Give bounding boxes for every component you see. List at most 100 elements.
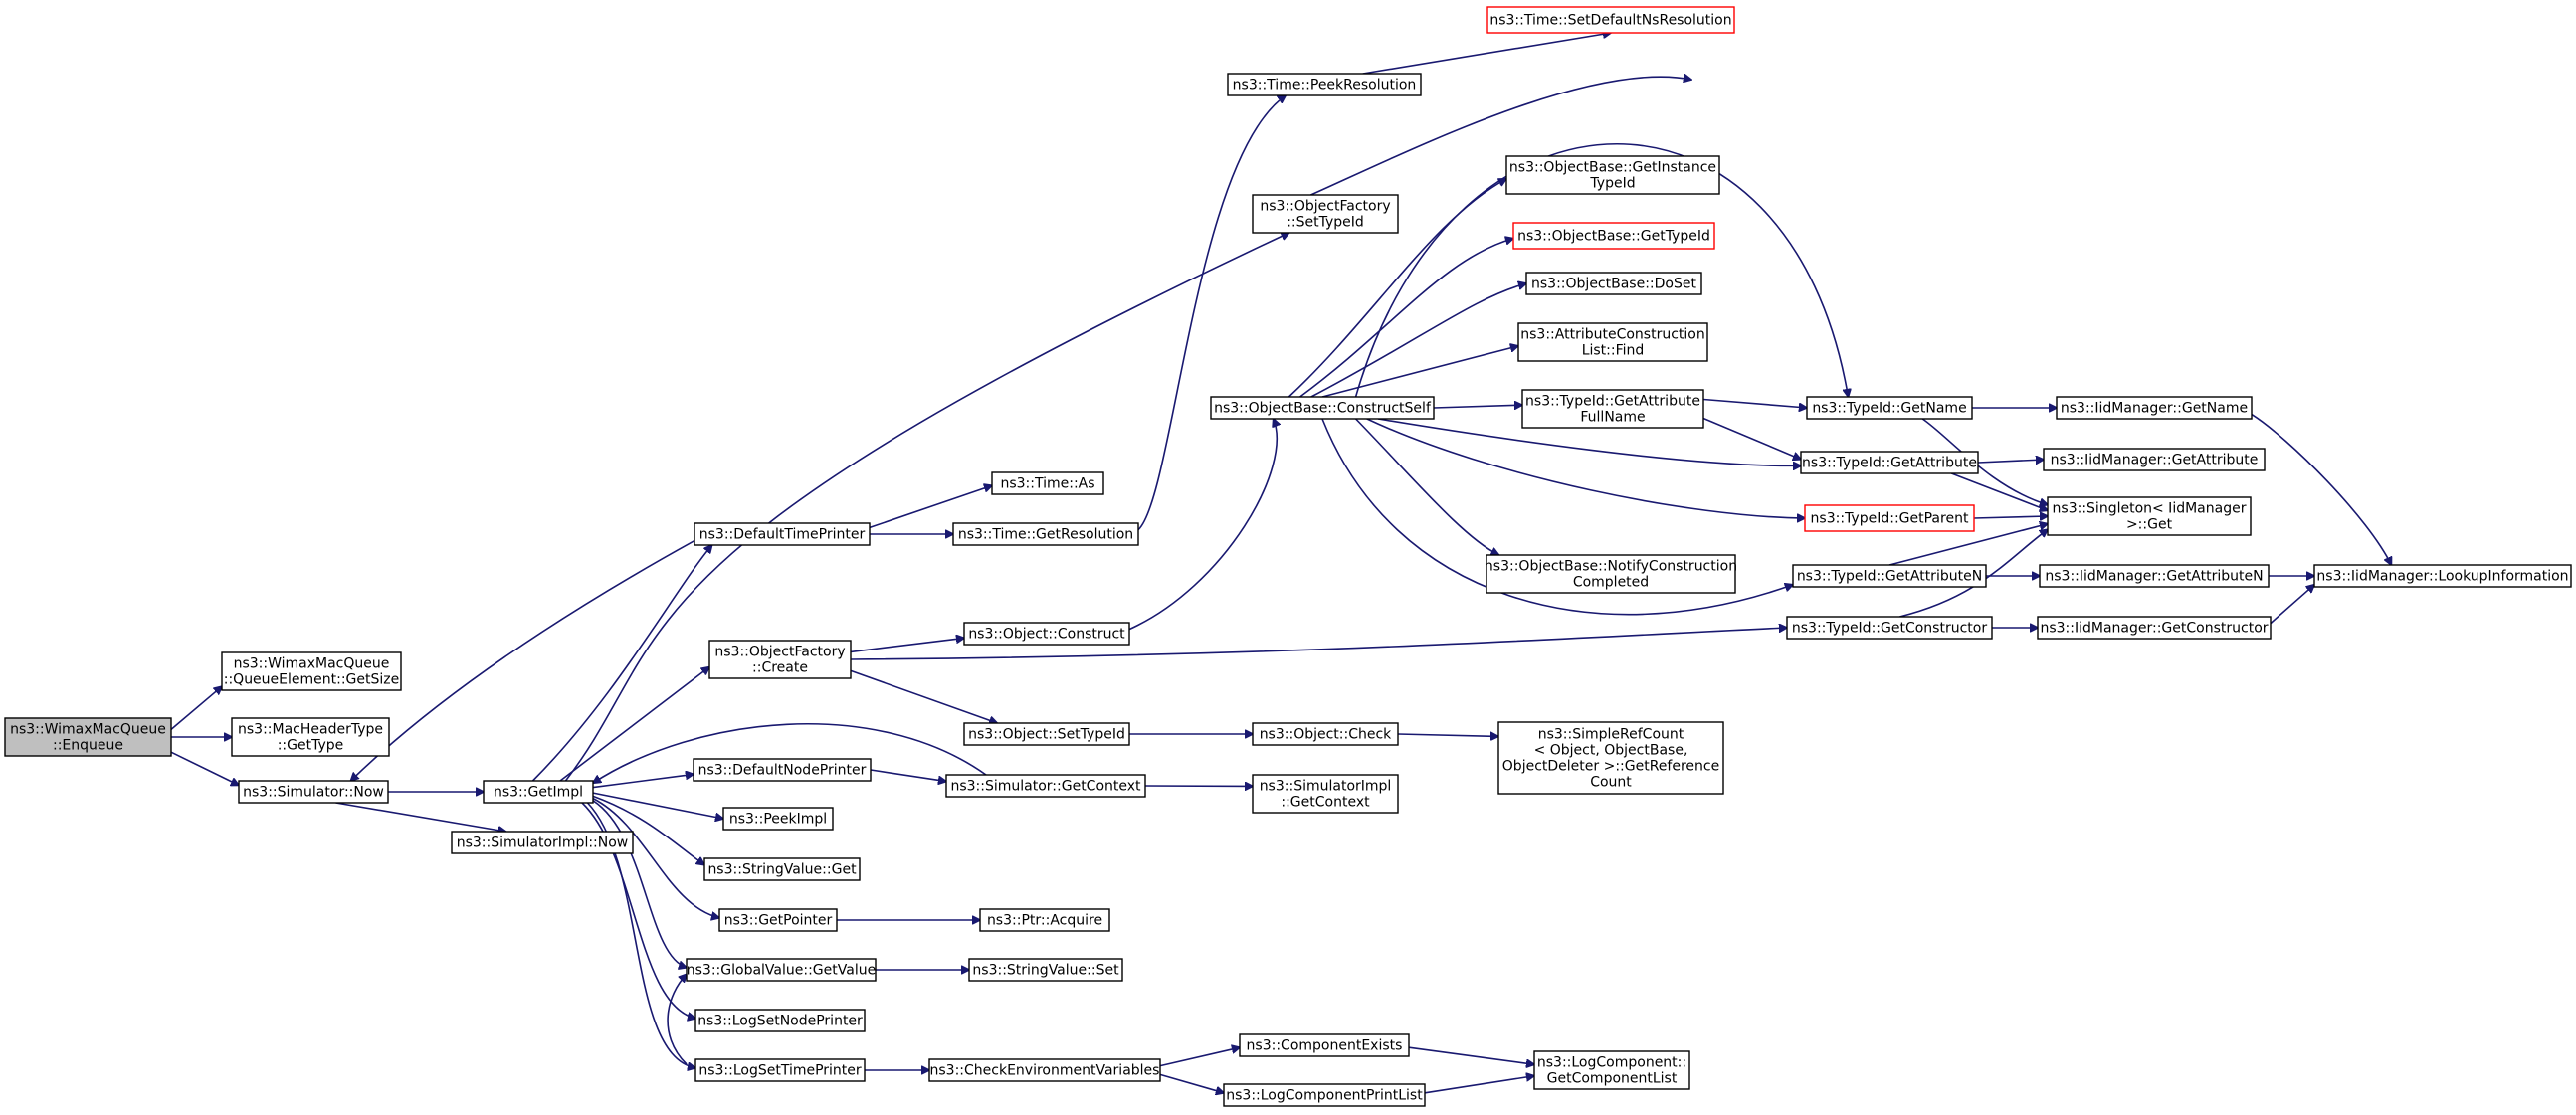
- node-label-line: ns3::PeekImpl: [729, 812, 827, 828]
- node-label-line: ::SetTypeId: [1287, 215, 1364, 231]
- function-node-singleton_iidmanager_get[interactable]: ns3::Singleton< IidManager >::Get: [2047, 496, 2252, 536]
- function-node-logcomponent_printlist[interactable]: ns3::LogComponentPrintList: [1223, 1083, 1426, 1107]
- function-node-iid_lookupinformation[interactable]: ns3::IidManager::LookupInformation: [2313, 564, 2572, 588]
- call-edge-typeid_getconstructor-to-singleton_iidmanager_get: [1899, 529, 2048, 618]
- node-box: [1512, 222, 1715, 250]
- node-label-line: ns3::LogSetNodePrinter: [697, 1014, 863, 1029]
- function-node-typeid_getparent[interactable]: ns3::TypeId::GetParent: [1804, 504, 1975, 532]
- function-node-time_as[interactable]: ns3::Time::As: [991, 471, 1104, 495]
- node-box: [952, 522, 1139, 546]
- node-label-line: ::GetContext: [1281, 795, 1370, 811]
- call-edge-typeid_getattribute-to-singleton_iidmanager_get: [1951, 472, 2048, 510]
- node-box: [231, 717, 390, 757]
- node-label-line: ns3::IidManager::GetConstructor: [2040, 621, 2268, 637]
- call-edge-component_exists-to-logcomponent_getcomponentlist: [1408, 1046, 1534, 1064]
- node-box: [968, 958, 1123, 982]
- function-node-ob_gettypeid[interactable]: ns3::ObjectBase::GetTypeId: [1512, 222, 1715, 250]
- function-node-time_getresolution[interactable]: ns3::Time::GetResolution: [952, 522, 1139, 546]
- node-label-line: ns3::CheckEnvironmentVariables: [930, 1063, 1160, 1079]
- node-box: [979, 908, 1110, 932]
- function-node-ob_doset[interactable]: ns3::ObjectBase::DoSet: [1525, 272, 1702, 295]
- call-edge-objectbase_constructself-to-typeid_getname: [1354, 143, 1849, 397]
- node-box: [2037, 616, 2272, 640]
- function-node-iid_getattribute[interactable]: ns3::IidManager::GetAttribute: [2043, 448, 2266, 471]
- function-node-time_setdefaultnsresolution[interactable]: ns3::Time::SetDefaultNsResolution: [1486, 6, 1735, 34]
- function-node-simimpl_now[interactable]: ns3::SimulatorImpl::Now: [451, 831, 634, 854]
- node-label-line: ns3::LogComponentPrintList: [1226, 1088, 1423, 1104]
- function-node-sim_now[interactable]: ns3::Simulator::Now: [238, 780, 389, 804]
- node-box: [1792, 564, 1987, 588]
- function-node-logsettimeprinter[interactable]: ns3::LogSetTimePrinter: [694, 1058, 866, 1082]
- function-node-ptr_acquire[interactable]: ns3::Ptr::Acquire: [979, 908, 1110, 932]
- node-label-line: ns3::Simulator::Now: [243, 785, 384, 801]
- function-node-iid_getattributen[interactable]: ns3::IidManager::GetAttributeN: [2039, 564, 2270, 588]
- function-node-iid_getconstructor[interactable]: ns3::IidManager::GetConstructor: [2037, 616, 2272, 640]
- node-box: [1505, 155, 1720, 195]
- node-label-line: ::Create: [752, 660, 808, 676]
- function-node-getimpl[interactable]: ns3::GetImpl: [483, 780, 594, 804]
- node-label-line: ns3::LogSetTimePrinter: [698, 1063, 862, 1079]
- call-edge-objectbase_constructself-to-ob_gettypeid: [1299, 239, 1513, 398]
- call-nodes: ns3::WimaxMacQueue::Enqueuens3::WimaxMac…: [4, 6, 2572, 1107]
- node-box: [1486, 6, 1735, 34]
- node-box: [4, 717, 172, 757]
- function-node-stringvalue_get[interactable]: ns3::StringValue::Get: [703, 857, 861, 881]
- function-node-time_peekresolution[interactable]: ns3::Time::PeekResolution: [1227, 73, 1422, 96]
- node-label-line: List::Find: [1582, 343, 1645, 359]
- call-edge-typeid_getattributefullname-to-typeid_getattribute: [1702, 417, 1801, 460]
- function-node-object_construct[interactable]: ns3::Object::Construct: [963, 622, 1130, 646]
- function-node-typeid_getattribute[interactable]: ns3::TypeId::GetAttribute: [1800, 451, 1979, 474]
- call-edge-objectbase_constructself-to-typeid_getattributefullname: [1433, 405, 1522, 408]
- function-node-default_time_printer[interactable]: ns3::DefaultTimePrinter: [694, 522, 871, 546]
- node-box: [694, 522, 871, 546]
- call-edge-typeid_getattributefullname-to-typeid_getname: [1702, 398, 1807, 409]
- function-node-simulator_getcontext[interactable]: ns3::Simulator::GetContext: [945, 774, 1146, 798]
- function-node-objfactory_create[interactable]: ns3::ObjectFactory::Create: [708, 640, 852, 679]
- function-node-stringvalue_set[interactable]: ns3::StringValue::Set: [968, 958, 1123, 982]
- function-node-simimpl_getcontext[interactable]: ns3::SimulatorImpl::GetContext: [1252, 774, 1399, 814]
- function-node-check_env_vars[interactable]: ns3::CheckEnvironmentVariables: [928, 1058, 1161, 1082]
- node-box: [1210, 396, 1435, 420]
- node-label-line: ns3::WimaxMacQueue: [234, 656, 390, 672]
- function-node-typeid_getattributen[interactable]: ns3::TypeId::GetAttributeN: [1792, 564, 1987, 588]
- function-node-logcomponent_getcomponentlist[interactable]: ns3::LogComponent::GetComponentList: [1533, 1050, 1690, 1090]
- call-edge-logsettimeprinter-to-globalvalue_getvalue: [667, 974, 687, 1065]
- function-node-typeid_getconstructor[interactable]: ns3::TypeId::GetConstructor: [1786, 616, 1993, 640]
- function-node-getpointer[interactable]: ns3::GetPointer: [718, 908, 838, 932]
- node-box: [694, 1058, 866, 1082]
- function-node-objectbase_constructself[interactable]: ns3::ObjectBase::ConstructSelf: [1210, 396, 1435, 420]
- call-edge-check_env_vars-to-component_exists: [1159, 1047, 1240, 1067]
- function-node-peekimpl[interactable]: ns3::PeekImpl: [722, 807, 834, 831]
- node-label-line: ns3::ObjectBase::ConstructSelf: [1214, 401, 1432, 417]
- node-label-line: ns3::Time::GetResolution: [958, 527, 1133, 543]
- function-node-qe_getsize[interactable]: ns3::WimaxMacQueue::QueueElement::GetSiz…: [221, 651, 402, 691]
- function-node-object_settypeid[interactable]: ns3::Object::SetTypeId: [963, 722, 1130, 746]
- function-node-component_exists[interactable]: ns3::ComponentExists: [1239, 1033, 1410, 1057]
- function-node-globalvalue_getvalue[interactable]: ns3::GlobalValue::GetValue: [686, 958, 877, 982]
- call-edge-objectbase_constructself-to-ob_doset: [1310, 283, 1526, 398]
- node-label-line: ns3::DefaultNodePrinter: [698, 763, 867, 779]
- call-edge-getimpl-to-peekimpl: [592, 792, 723, 819]
- function-node-objfactory_settypeid[interactable]: ns3::ObjectFactory::SetTypeId: [1252, 194, 1399, 234]
- function-node-iid_getname[interactable]: ns3::IidManager::GetName: [2056, 396, 2253, 420]
- node-label-line: Count: [1590, 775, 1632, 791]
- call-edge-getimpl-to-objfactory_create: [559, 667, 709, 782]
- node-label-line: ns3::Time::SetDefaultNsResolution: [1489, 13, 1731, 29]
- node-label-line: ns3::TypeId::GetName: [1812, 401, 1966, 417]
- function-node-logsetnodeprinter[interactable]: ns3::LogSetNodePrinter: [694, 1009, 866, 1032]
- node-box: [1227, 73, 1422, 96]
- function-node-mac_gettype[interactable]: ns3::MacHeaderType::GetType: [231, 717, 390, 757]
- node-label-line: Completed: [1573, 575, 1649, 591]
- function-node-object_check[interactable]: ns3::Object::Check: [1252, 722, 1399, 746]
- function-node-ob_notifyconstructioncompleted[interactable]: ns3::ObjectBase::NotifyConstructionCompl…: [1485, 554, 1737, 594]
- node-box: [945, 774, 1146, 798]
- call-edge-default_time_printer-to-sim_now: [351, 539, 695, 781]
- function-node-default_node_printer[interactable]: ns3::DefaultNodePrinter: [693, 758, 872, 782]
- function-node-simplerefcount_getreferencecount[interactable]: ns3::SimpleRefCount< Object, ObjectBase,…: [1497, 721, 1724, 795]
- node-box: [963, 622, 1130, 646]
- node-label-line: ns3::ObjectFactory: [1260, 199, 1390, 215]
- function-node-typeid_getname[interactable]: ns3::TypeId::GetName: [1806, 396, 1973, 420]
